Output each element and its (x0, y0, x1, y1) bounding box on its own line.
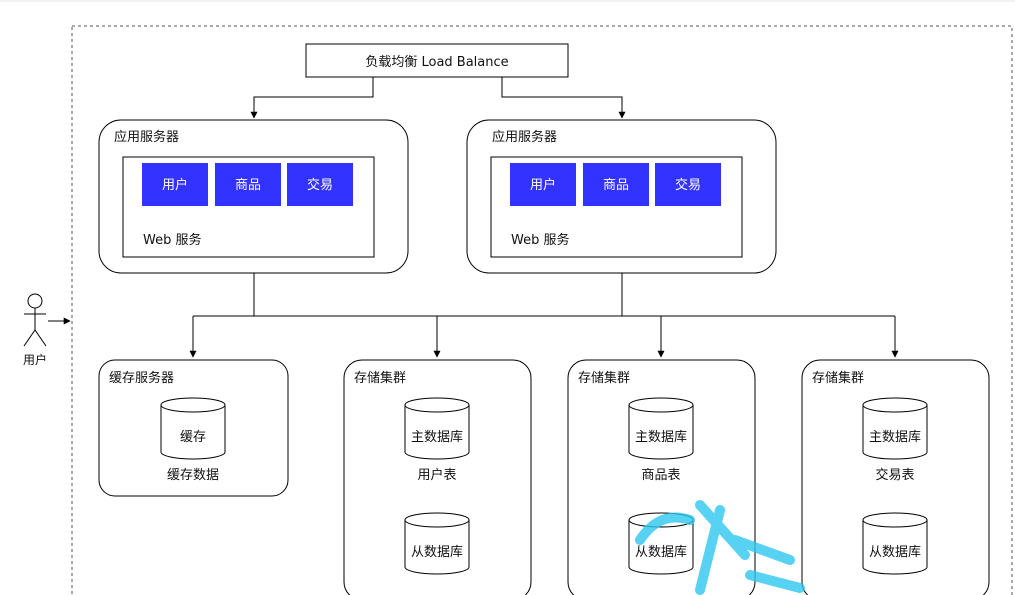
storage-cluster-title: 存储集群 (812, 370, 864, 386)
load-balancer: 负载均衡 Load Balance (305, 43, 569, 78)
cache-db-cylinder: 缓存 (160, 397, 226, 460)
storage-cluster-title: 存储集群 (354, 370, 406, 386)
system-boundary (71, 25, 1013, 595)
master-db-cylinder: 主数据库 (628, 397, 694, 460)
slave-db-label: 从数据库 (635, 544, 687, 560)
storage-cluster-3: 存储集群 主数据库 交易表 从数据库 (801, 359, 990, 595)
module-user (142, 163, 208, 206)
master-db-label: 主数据库 (635, 429, 687, 445)
master-db-label: 主数据库 (411, 429, 463, 445)
module-user-label: 用户 (162, 177, 188, 193)
module-trade (287, 163, 353, 206)
module-goods-label: 商品 (603, 178, 629, 193)
master-db-cylinder: 主数据库 (404, 397, 470, 460)
app-server-1: 应用服务器 用户 商品 交易 Web 服务 (98, 119, 409, 274)
slave-db-label: 从数据库 (411, 544, 463, 560)
slave-db-cylinder: 从数据库 (862, 512, 928, 575)
module-user (510, 163, 576, 206)
module-goods (583, 163, 649, 206)
table-caption: 交易表 (875, 467, 914, 483)
watermark-shape (635, 500, 805, 595)
user-label: 用户 (23, 352, 47, 367)
slave-db-label: 从数据库 (869, 544, 921, 560)
cache-db-label: 缓存 (180, 430, 206, 445)
module-goods-label: 商品 (235, 178, 261, 193)
app-server-title: 应用服务器 (492, 129, 557, 145)
app-server-2: 应用服务器 用户 商品 交易 Web 服务 (466, 119, 777, 274)
load-balancer-label: 负载均衡 Load Balance (365, 55, 508, 70)
cache-server-title: 缓存服务器 (109, 370, 174, 386)
storage-cluster-1: 存储集群 主数据库 用户表 从数据库 (343, 359, 532, 595)
lb-to-app-2-arrow (501, 77, 626, 119)
module-user-label: 用户 (530, 177, 556, 193)
web-service-label: Web 服务 (143, 232, 201, 248)
storage-cluster-title: 存储集群 (578, 370, 630, 386)
master-db-cylinder: 主数据库 (862, 397, 928, 460)
web-service-label: Web 服务 (511, 232, 569, 248)
app-server-title: 应用服务器 (114, 129, 179, 145)
user-actor-head (27, 293, 43, 309)
storage-cluster-2: 存储集群 主数据库 商品表 从数据库 (567, 359, 756, 595)
module-goods (215, 163, 281, 206)
cache-caption: 缓存数据 (167, 468, 219, 483)
user-actor (23, 293, 47, 347)
module-trade-label: 交易 (307, 177, 333, 193)
lb-to-app-1-arrow (250, 77, 374, 119)
table-caption: 商品表 (641, 468, 680, 483)
module-trade (655, 163, 721, 206)
cache-server: 缓存服务器 缓存 缓存数据 (98, 359, 289, 497)
module-trade-label: 交易 (675, 177, 701, 193)
slave-db-cylinder: 从数据库 (404, 512, 470, 575)
master-db-label: 主数据库 (869, 429, 921, 445)
table-caption: 用户表 (417, 467, 456, 483)
